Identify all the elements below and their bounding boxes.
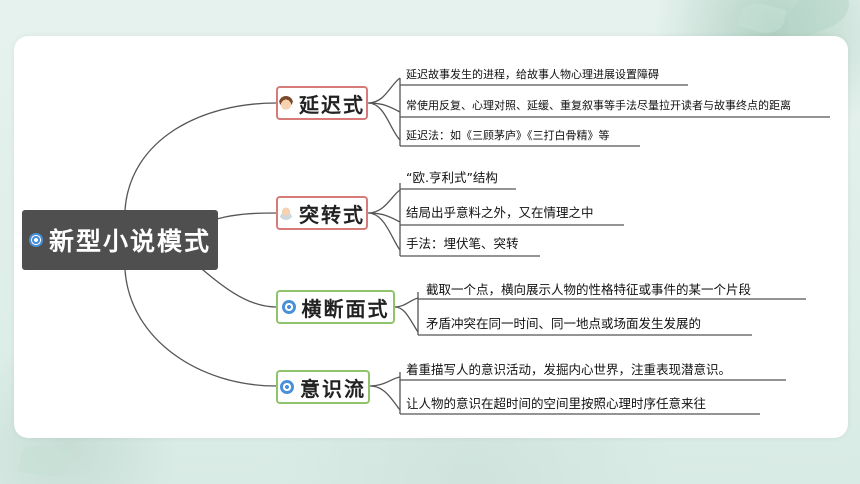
target-icon [280, 380, 294, 394]
branch-label: 延迟式 [299, 92, 365, 117]
leaf-delay-2: 常使用反复、心理对照、延缓、重复叙事等手法尽量拉开读者与故事终点的距离 [406, 99, 791, 112]
connector-branch-4-items [369, 376, 401, 411]
leaf-twist-3: 手法：埋伏笔、突转 [406, 236, 519, 251]
branch-stream-of-consciousness[interactable]: 意识流 [276, 370, 370, 404]
root-label: 新型小说模式 [48, 227, 211, 256]
leaf-stream-2: 让人物的意识在超时间的空间里按照心理时序任意来往 [406, 396, 707, 411]
connector-root-branch-4 [124, 269, 277, 387]
boy-face-icon [279, 96, 293, 110]
branch-label: 横断面式 [301, 296, 390, 321]
leaf-delay-3: 延迟法：如《三顾茅庐》《三打白骨精》等 [406, 129, 610, 142]
leaf-stream-1: 着重描写人的意识活动，发掘内心世界，注重表现潜意识。 [406, 362, 732, 377]
connector-branch-1-items [367, 77, 401, 141]
root-node[interactable]: 新型小说模式 [22, 210, 218, 270]
leaf-cross-section-1: 截取一个点，横向展示人物的性格特征或事件的某一个片段 [426, 282, 752, 297]
branch-delay[interactable]: 延迟式 [276, 86, 368, 120]
target-icon [28, 233, 43, 247]
connector-root-branch-1 [124, 102, 277, 211]
doctor-icon [279, 206, 293, 220]
target-icon [281, 300, 296, 314]
leaf-delay-1: 延迟故事发生的进程，给故事人物心理进展设置障碍 [406, 68, 659, 81]
branch-cross-section[interactable]: 横断面式 [276, 290, 395, 324]
branch-twist[interactable]: 突转式 [276, 196, 368, 230]
connector-branch-3-items [394, 297, 419, 333]
branch-label: 意识流 [300, 376, 366, 401]
leaf-cross-section-2: 矛盾冲突在同一时间、同一地点或场面发生发展的 [426, 316, 702, 331]
leaf-twist-1: “欧.亨利式”结构 [406, 170, 498, 185]
connector-branch-2-items [367, 189, 401, 251]
leaf-twist-2: 结局出乎意料之外，又在情理之中 [406, 205, 594, 220]
branch-label: 突转式 [299, 202, 365, 227]
